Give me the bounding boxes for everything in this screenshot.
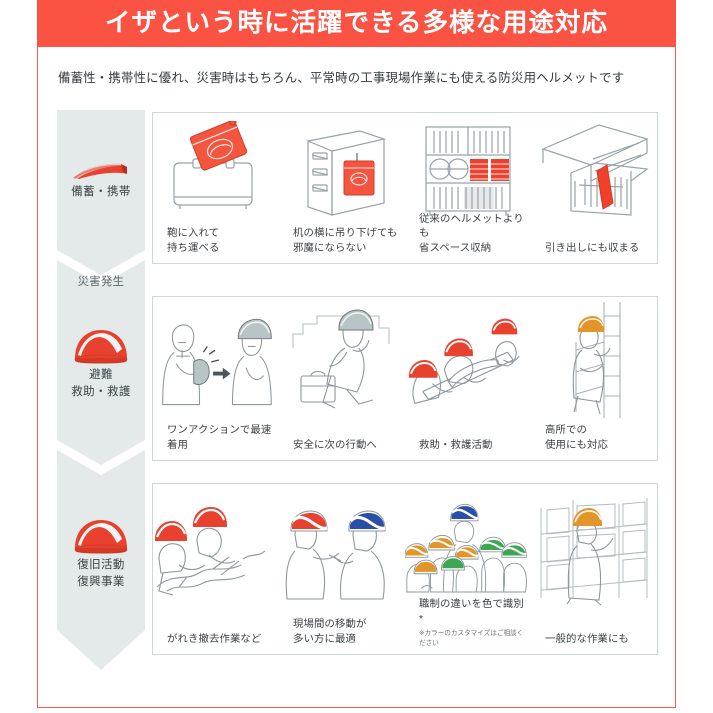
stage-label-line: 復旧活動 xyxy=(77,559,125,571)
folded-helmet-icon xyxy=(73,163,127,179)
cell-caption: 机の横に吊り下げても 邪魔にならない xyxy=(293,228,398,255)
bag-with-pouch-illustration xyxy=(153,117,279,221)
site-movement-illustration xyxy=(279,488,405,612)
cell-color-coded: 職制の違いを色で識別* ※カラーのカスタマイズはご相談ください xyxy=(405,484,531,654)
one-action-wearing-illustration xyxy=(153,301,279,418)
cell-caption: 鞄に入れて 持ち運べる xyxy=(167,228,220,255)
cell-caption: 引き出しにも収まる xyxy=(545,243,640,255)
cell-caption: ワンアクションで最速着用 xyxy=(167,425,272,452)
running-with-briefcase-illustration xyxy=(279,301,405,418)
cell-caption: 職制の違いを色で識別* ※カラーのカスタマイズはご相談ください xyxy=(411,598,527,648)
cell-caption: 救助・救護活動 xyxy=(419,440,493,452)
flow-stage-reconstruction: 復旧活動 復興事業 xyxy=(57,515,145,590)
flow-divider-disaster: 災害発生 xyxy=(77,276,125,288)
cell-one-action: ワンアクションで最速着用 xyxy=(153,297,279,460)
cell-bag: 鞄に入れて 持ち運べる xyxy=(153,113,279,263)
cell-caption: 従来のヘルメットよりも 省スペース収納 xyxy=(419,213,524,255)
cell-caption: 一般的な作業にも xyxy=(545,634,629,646)
helmet-icon xyxy=(74,330,128,364)
cell-caption: 現場間の移動が 多い方に最適 xyxy=(293,619,367,646)
flow-stage-label: 復旧活動 復興事業 xyxy=(57,557,145,590)
flow-stage-label: 備蓄・携帯 xyxy=(57,184,145,201)
cell-site-movement: 現場間の移動が 多い方に最適 xyxy=(279,484,405,654)
flow-stage-label: 避難 救助・救護 xyxy=(57,367,145,400)
stage-label-line: 避難 xyxy=(89,369,113,381)
page-title: イザという時に活躍できる多様な用途対応 xyxy=(105,8,608,37)
cell-rescue: 救助・救護活動 xyxy=(405,297,531,460)
stage-label-line: 復興事業 xyxy=(77,575,125,588)
stage-label-line: 備蓄・携帯 xyxy=(71,186,131,198)
cell-caption: がれき撤去作業など xyxy=(167,634,262,646)
caption-footnote: ※カラーのカスタマイズはご相談ください xyxy=(419,630,524,647)
cell-shelf: 従来のヘルメットよりも 省スペース収納 xyxy=(405,113,531,263)
debris-removal-illustration xyxy=(153,488,279,612)
shelf-storage-illustration xyxy=(405,117,531,221)
stretcher-rescue-illustration xyxy=(405,301,531,418)
cell-drawer: 引き出しにも収まる xyxy=(531,113,657,263)
warehouse-work-illustration xyxy=(531,488,657,612)
cell-caption: 安全に次の行動へ xyxy=(293,440,377,452)
drawer-storage-illustration xyxy=(531,117,657,221)
cell-general-work: 一般的な作業にも xyxy=(531,484,657,654)
ladder-climbing-illustration xyxy=(531,301,657,418)
flow-stage-stockpile: 備蓄・携帯 xyxy=(57,158,145,201)
cell-debris: がれき撤去作業など xyxy=(153,484,279,654)
cell-desk-hanging: 机の横に吊り下げても 邪魔にならない xyxy=(279,113,405,263)
desk-hanging-pouch-illustration xyxy=(279,117,405,221)
stage-flow-sidebar: 備蓄・携帯 災害発生 避難 救助・救護 xyxy=(57,110,145,678)
cell-high-place: 高所での 使用にも対応 xyxy=(531,297,657,460)
panel-stockpile: 鞄に入れて 持ち運べる xyxy=(152,112,658,264)
stage-label-line: 救助・救護 xyxy=(71,385,131,398)
flow-stage-evacuation: 避難 救助・救護 xyxy=(57,325,145,400)
cell-next-action: 安全に次の行動へ xyxy=(279,297,405,460)
panel-evacuation: ワンアクションで最速着用 xyxy=(152,296,658,461)
helmet-icon xyxy=(74,520,128,554)
panel-reconstruction: がれき撤去作業など xyxy=(152,483,658,655)
cell-caption: 高所での 使用にも対応 xyxy=(545,425,608,452)
team-color-coded-illustration xyxy=(405,488,531,612)
subtitle-text: 備蓄性・携帯性に優れ、災害時はもちろん、平常時の工事現場作業にも使える防災用ヘル… xyxy=(58,71,625,85)
header-banner: イザという時に活躍できる多様な用途対応 xyxy=(37,0,676,47)
